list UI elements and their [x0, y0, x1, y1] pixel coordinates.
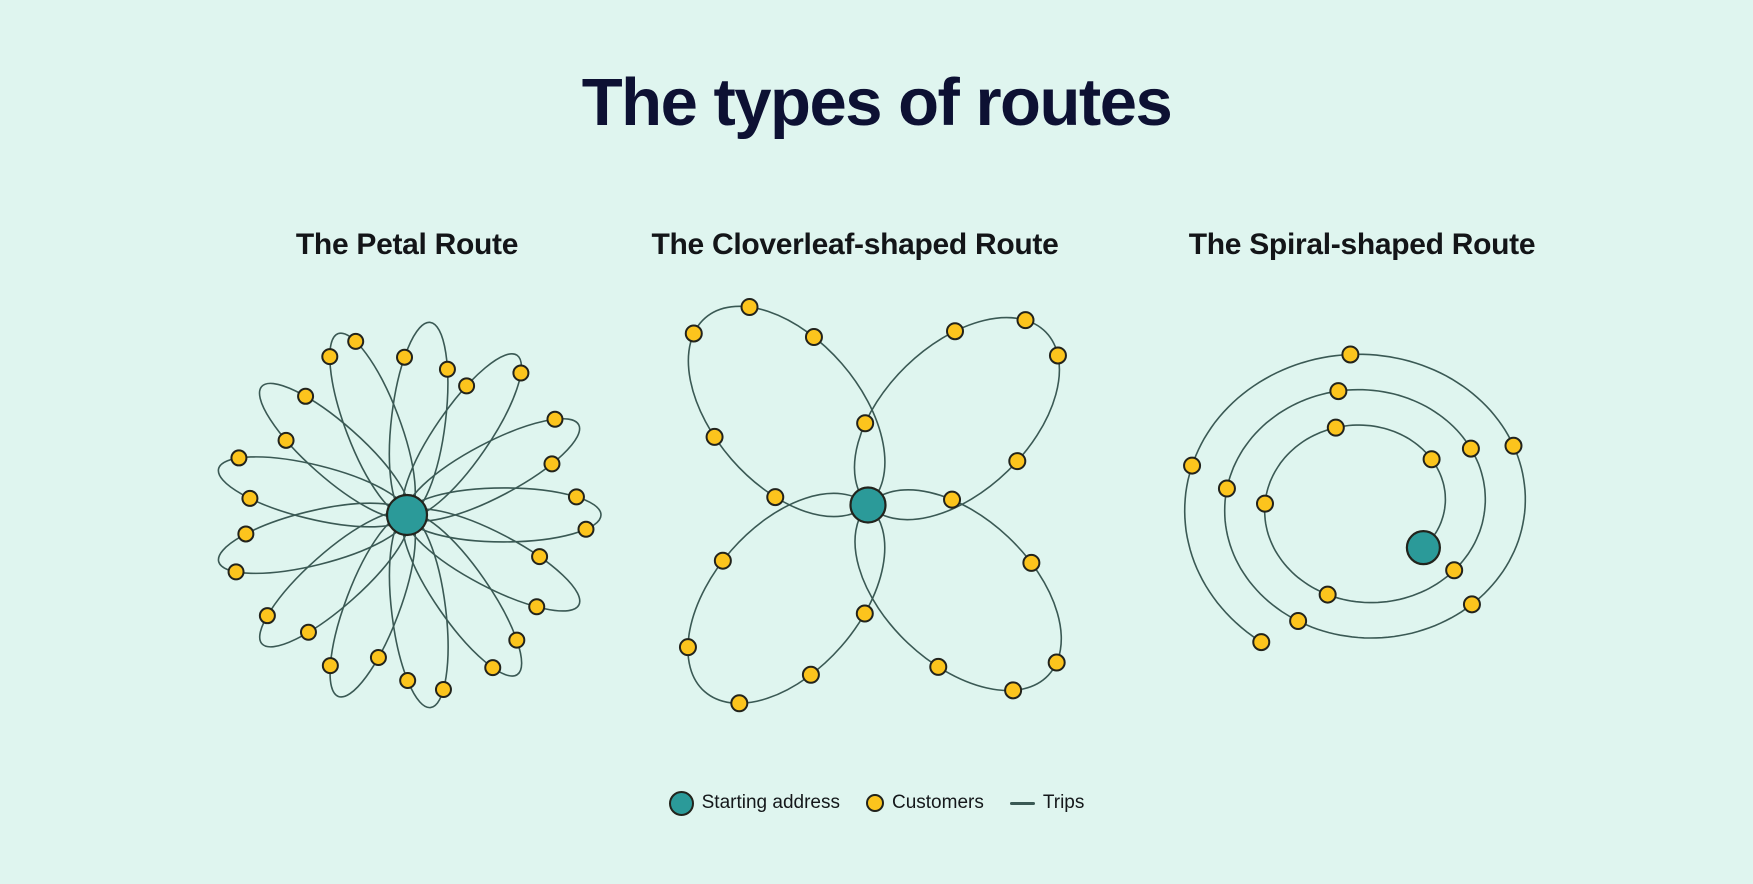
customer-dot [1318, 585, 1337, 604]
customer-dot [856, 414, 875, 433]
customer-dot [1048, 346, 1067, 365]
legend-item-starting-address: Starting address [668, 790, 840, 816]
customer-dot [1016, 311, 1035, 330]
customer-dot [946, 322, 965, 341]
customer-dot [1022, 553, 1041, 572]
customer-dot [434, 680, 452, 698]
spiral-route-diagram [1183, 345, 1527, 652]
customer-dot [678, 638, 697, 657]
customer-dot [929, 657, 948, 676]
customer-dot [531, 548, 549, 566]
cloverleaf-route-diagram [678, 298, 1067, 713]
customer-dot [546, 410, 564, 428]
customer-dot [1004, 681, 1023, 700]
customer-dot [321, 348, 339, 366]
customer-dot [512, 364, 530, 382]
customer-dot [855, 604, 874, 623]
customer-dot [1008, 452, 1027, 471]
customer-dot [399, 672, 417, 690]
petal-route-diagram [217, 321, 602, 709]
customer-dot [369, 649, 387, 667]
starting-address-dot [1405, 530, 1441, 566]
customer-dot [1289, 612, 1308, 631]
customer-dot [277, 431, 295, 449]
customer-dot [943, 490, 962, 509]
customer-dot [1329, 382, 1348, 401]
customer-dot [1255, 494, 1274, 513]
customer-dot [438, 360, 456, 378]
customer-dot [1504, 436, 1523, 455]
customer-dot [321, 657, 339, 675]
customer-dot [297, 387, 315, 405]
customer-dot [241, 489, 259, 507]
legend-label-customers: Customers [891, 792, 984, 813]
customer-dot [230, 449, 248, 467]
page-title: The types of routes [581, 65, 1173, 140]
legend-item-customers: Customers [865, 792, 984, 814]
customers-swatch-icon [865, 794, 884, 812]
starting-address-dot [849, 486, 887, 524]
customer-dot [1047, 653, 1066, 672]
petal-route-title: The Petal Route [295, 228, 519, 261]
customer-dot [1445, 561, 1464, 580]
customer-dot [766, 488, 785, 507]
customer-dot [484, 659, 502, 677]
customer-dot [237, 525, 255, 543]
customer-dot [1183, 456, 1202, 475]
customer-dot [730, 694, 749, 713]
customer-dot [1341, 345, 1360, 364]
legend-item-trips: Trips [1009, 792, 1085, 814]
starting-address-dot [385, 493, 429, 537]
customer-dot [801, 665, 820, 684]
customer-dot [258, 607, 276, 625]
legend-label-trips: Trips [1042, 792, 1085, 813]
customer-dot [1252, 633, 1271, 652]
customer-dot [804, 328, 823, 347]
customer-dot [508, 631, 526, 649]
customer-dot [567, 488, 585, 506]
customer-dot [713, 551, 732, 570]
customer-dot [396, 348, 414, 366]
customer-dot [1326, 418, 1345, 437]
customer-dot [577, 520, 595, 538]
trips-line-icon [1009, 801, 1035, 805]
cloverleaf-route-title: The Cloverleaf-shaped Route [651, 228, 1059, 261]
customer-dot [1422, 450, 1441, 469]
customer-dot [458, 377, 476, 395]
legend-label-starting-address: Starting address [701, 792, 840, 813]
starting-address-swatch-icon [668, 790, 694, 816]
customer-dot [528, 598, 546, 616]
customer-dot [705, 427, 724, 446]
customer-dot [1462, 595, 1481, 614]
customer-dot [1217, 479, 1236, 498]
customer-dot [227, 563, 245, 581]
customer-dot [1461, 439, 1480, 458]
customer-dot [543, 455, 561, 473]
customer-dot [299, 623, 317, 641]
customer-dot [740, 298, 759, 317]
customer-dot [684, 324, 703, 343]
legend: Starting address Customers Trips [0, 786, 1753, 820]
spiral-route-title: The Spiral-shaped Route [1188, 228, 1536, 261]
customer-dot [347, 332, 365, 350]
